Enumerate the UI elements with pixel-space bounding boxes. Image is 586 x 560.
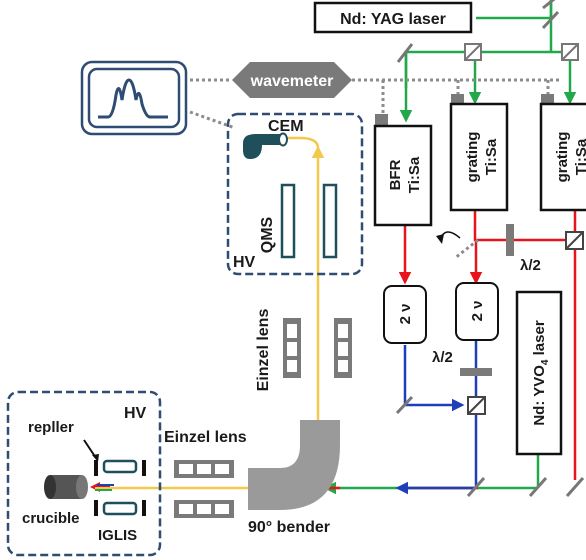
red-beam-paths bbox=[398, 210, 577, 490]
signal-lines bbox=[189, 78, 560, 260]
waveplate-top bbox=[506, 224, 514, 256]
frequency-doubler-1: 2 ν bbox=[383, 285, 427, 344]
wavemeter-label: wavemeter bbox=[250, 73, 334, 90]
beam-splitter-lower bbox=[467, 396, 486, 415]
bfr-tisa-label: Ti:Sa bbox=[406, 156, 423, 193]
qms-label: QMS bbox=[259, 216, 276, 253]
beam-splitter-right bbox=[565, 231, 584, 250]
einzel-lens-horizontal bbox=[174, 460, 234, 518]
repeller-label: repller bbox=[28, 419, 74, 436]
grating-tisa-laser-1: grating Ti:Sa bbox=[449, 94, 509, 212]
hv-top-label: HV bbox=[233, 254, 256, 271]
hv-bottom-label: HV bbox=[124, 405, 147, 422]
einzel-lens-vertical bbox=[283, 318, 352, 378]
lambda-half-top: λ/2 bbox=[520, 257, 541, 274]
mirrors-lower bbox=[395, 395, 585, 497]
mirrors-top bbox=[396, 0, 560, 63]
wavemeter: wavemeter bbox=[232, 62, 352, 98]
qms-rod-right bbox=[322, 183, 338, 259]
crucible-icon bbox=[44, 475, 88, 499]
frequency-doubler-2: 2 ν bbox=[455, 282, 499, 341]
spectrum-peaks-icon bbox=[98, 78, 168, 119]
grating2-label: grating bbox=[554, 132, 571, 183]
hv-chamber-top: HV QMS CEM bbox=[226, 112, 364, 276]
hv-chamber-bottom: HV repller crucible IGLIS bbox=[6, 390, 162, 557]
bfr-label: BFR bbox=[387, 159, 404, 190]
iglis-label: IGLIS bbox=[98, 527, 137, 544]
iglis-beams bbox=[90, 482, 120, 492]
nd-yag-laser: Nd: YAG laser bbox=[313, 1, 473, 34]
cem-detector-icon bbox=[243, 132, 288, 159]
grating-tisa-laser-2: grating Ti:Sa bbox=[539, 94, 586, 212]
grating2-tisa-label: Ti:Sa bbox=[573, 138, 586, 175]
bender-90-icon bbox=[248, 420, 340, 510]
bender-label: 90° bender bbox=[248, 519, 330, 536]
nd-yvo4-label: Nd: YVO4 laser bbox=[531, 320, 551, 426]
bfr-tisa-laser: BFR Ti:Sa bbox=[373, 114, 433, 227]
two-nu-label-1: 2 ν bbox=[397, 304, 414, 325]
einzel-lens-vertical-label: Einzel lens bbox=[255, 309, 272, 392]
rotation-arrow-head-icon bbox=[436, 234, 444, 244]
nd-yag-label: Nd: YAG laser bbox=[340, 11, 446, 28]
cem-label: CEM bbox=[268, 118, 304, 135]
two-nu-label-2: 2 ν bbox=[469, 301, 486, 322]
crucible-label: crucible bbox=[22, 510, 80, 527]
grating1-label: grating bbox=[464, 132, 481, 183]
lambda-half-lower: λ/2 bbox=[432, 349, 453, 366]
beam-splitters-top bbox=[464, 43, 579, 61]
iglis-electrodes bbox=[94, 459, 146, 516]
qms-rod-left bbox=[280, 183, 296, 259]
spectrum-monitor bbox=[80, 60, 188, 136]
waveplate-lower bbox=[460, 368, 492, 376]
nd-yvo4-laser: Nd: YVO4 laser bbox=[515, 290, 563, 456]
grating1-tisa-label: Ti:Sa bbox=[483, 138, 500, 175]
einzel-lens-horizontal-label: Einzel lens bbox=[164, 429, 247, 446]
